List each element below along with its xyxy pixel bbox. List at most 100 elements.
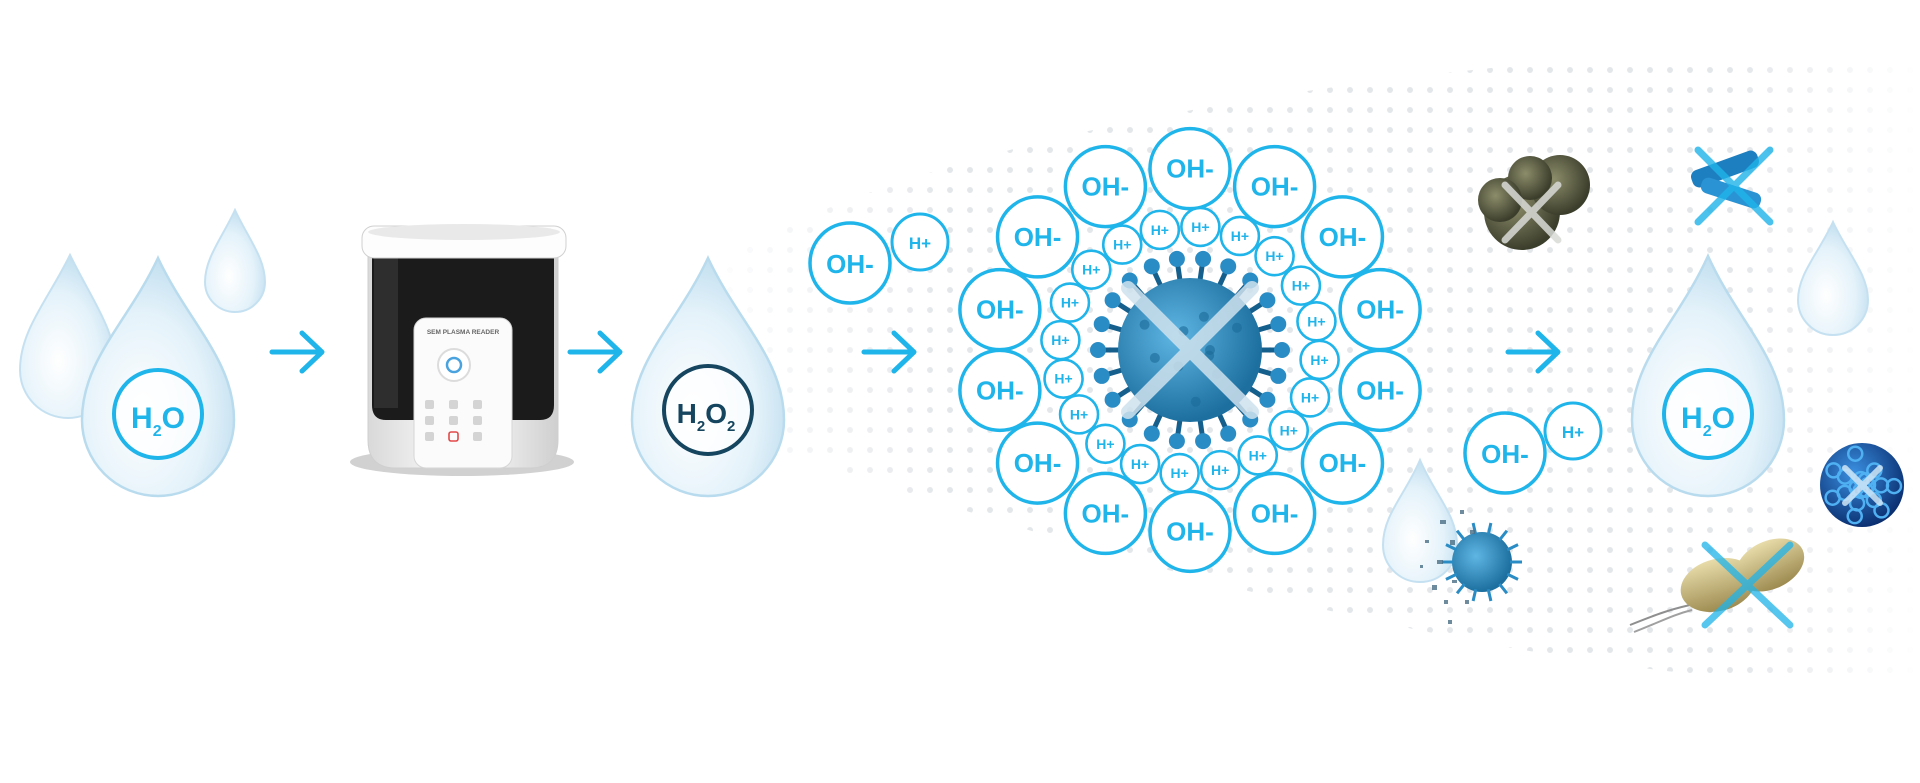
svg-text:H+: H+ [909, 234, 931, 253]
mold-spore-icon [1478, 155, 1590, 250]
hydrogen-ion: H+ [1289, 377, 1331, 418]
bacteria-icon [1629, 538, 1805, 633]
arrow-right-icon [269, 330, 325, 374]
svg-text:H+: H+ [1113, 237, 1131, 253]
cross-icon [1121, 281, 1259, 419]
svg-text:H+: H+ [1249, 447, 1267, 463]
hydroxide-ion: OH- [958, 267, 1042, 352]
hydroxide-ion: OH- [1300, 421, 1385, 505]
svg-text:OH-: OH- [976, 295, 1024, 325]
cross-icon [1694, 146, 1774, 226]
virus-ion-cluster: OH- OH- OH- OH- OH- OH- OH- OH- OH- OH- OH- OH- OH- O… [958, 126, 1422, 574]
hydrogen-ion: H+ [1299, 339, 1340, 381]
svg-text:H+: H+ [1151, 222, 1169, 238]
svg-text:OH-: OH- [1014, 448, 1062, 478]
h2o-result-label: H2O [1681, 402, 1735, 440]
arrow-right-icon [861, 330, 917, 374]
hydroxide-ion: OH- [995, 195, 1080, 279]
hydroxide-ion: OH- [1148, 126, 1232, 211]
hydroxide-ion: OH- [995, 421, 1080, 505]
arrow-right-icon [1505, 330, 1561, 374]
disintegrating-virus [1381, 457, 1522, 624]
water-drop-icon [1381, 457, 1459, 583]
pollen-icon [1820, 443, 1904, 527]
svg-text:H+: H+ [1070, 406, 1088, 422]
hydrogen-ion: H+ [1199, 449, 1241, 491]
hydrogen-ion: H+ [1280, 265, 1322, 306]
svg-text:H+: H+ [1061, 295, 1079, 311]
hydrogen-ion: H+ [1139, 209, 1181, 251]
hydrogen-ion: H+ [1058, 394, 1100, 435]
svg-text:OH-: OH- [1251, 172, 1299, 202]
svg-text:OH-: OH- [1356, 375, 1404, 405]
svg-text:H+: H+ [1562, 423, 1584, 442]
hydrogen-ion: H+ [1254, 235, 1295, 277]
hydrogen-ion: H+ [1268, 410, 1310, 451]
hydrogen-ion: H+ [1101, 224, 1143, 265]
hydroxide-ion: OH- [1338, 267, 1422, 352]
hydroxide-ion: OH- [1063, 144, 1148, 229]
svg-text:H+: H+ [1265, 248, 1283, 264]
svg-text:OH-: OH- [1082, 172, 1130, 202]
hydrogen-ion: H+ [1180, 206, 1221, 248]
svg-text:H+: H+ [1280, 422, 1298, 438]
h2o2-badge [662, 364, 754, 456]
h2o2-label: H2O2 [677, 398, 736, 435]
rod-bacteria-icon [1691, 146, 1774, 226]
svg-text:OH-: OH- [1014, 222, 1062, 252]
hydrogen-ion: H+ [1043, 358, 1084, 399]
cross-icon [1501, 181, 1562, 244]
hydrogen-ion: H+ [1070, 249, 1112, 290]
hydroxide-ion: OH- [958, 348, 1042, 433]
svg-text:OH-: OH- [1251, 498, 1299, 528]
hydrogen-ion: H+ [1219, 215, 1261, 257]
hydrogen-ion: H+ [1119, 443, 1161, 485]
water-drop-icon [1796, 219, 1870, 336]
h2o-label: H2O [131, 402, 185, 440]
hydroxide-ion: OH- [1148, 489, 1232, 574]
svg-text:H+: H+ [1054, 371, 1072, 387]
svg-text:OH-: OH- [1319, 448, 1367, 478]
svg-text:OH-: OH- [1166, 154, 1214, 184]
cross-icon [1842, 465, 1883, 506]
h2o-badge [112, 368, 204, 460]
arrow-right-icon [567, 330, 623, 374]
svg-text:H+: H+ [1051, 332, 1069, 348]
svg-text:OH-: OH- [1082, 498, 1130, 528]
svg-text:H+: H+ [1096, 436, 1114, 452]
cross-icon [1701, 541, 1794, 629]
svg-text:H+: H+ [1231, 228, 1249, 244]
h2o-badge [1662, 368, 1754, 460]
power-button [437, 348, 471, 382]
hydrogen-ion: H+ [1085, 423, 1126, 465]
free-ions-pair: OH- H+ [1463, 401, 1603, 495]
free-ions-pair: OH- H+ [808, 212, 950, 305]
svg-text:H+: H+ [1310, 352, 1328, 368]
svg-text:H+: H+ [1307, 313, 1325, 329]
svg-text:H+: H+ [1082, 262, 1100, 278]
h2o2-drop-group: H2O2 [630, 255, 786, 498]
svg-text:H+: H+ [1301, 389, 1319, 405]
device-brand-label: SEM PLASMA READER [427, 329, 500, 336]
virus-icon [1452, 532, 1512, 592]
svg-text:OH-: OH- [1319, 222, 1367, 252]
control-buttons [425, 400, 482, 441]
svg-text:H+: H+ [1191, 219, 1209, 235]
svg-text:H+: H+ [1170, 465, 1188, 481]
hydroxide-ion: OH- [1232, 144, 1317, 229]
svg-text:OH-: OH- [1166, 516, 1214, 546]
hydrogen-ion: H+ [1237, 435, 1279, 476]
hydrogen-ion: H+ [1159, 452, 1200, 494]
hydroxide-ion: OH- [1300, 195, 1385, 279]
svg-text:H+: H+ [1211, 462, 1229, 478]
result-drops-group: H2O [1630, 219, 1870, 498]
hydroxide-ion: OH- [1338, 348, 1422, 433]
svg-text:OH-: OH- [1481, 439, 1529, 469]
hydroxide-ion: OH- [1063, 471, 1148, 556]
svg-text:H+: H+ [1131, 456, 1149, 472]
hydroxide-ion: OH- [1232, 471, 1317, 556]
hydrogen-ion: H+ [1049, 282, 1091, 323]
svg-text:OH-: OH- [826, 249, 874, 279]
plasma-device: SEM PLASMA READER [350, 224, 574, 476]
svg-text:OH-: OH- [976, 375, 1024, 405]
